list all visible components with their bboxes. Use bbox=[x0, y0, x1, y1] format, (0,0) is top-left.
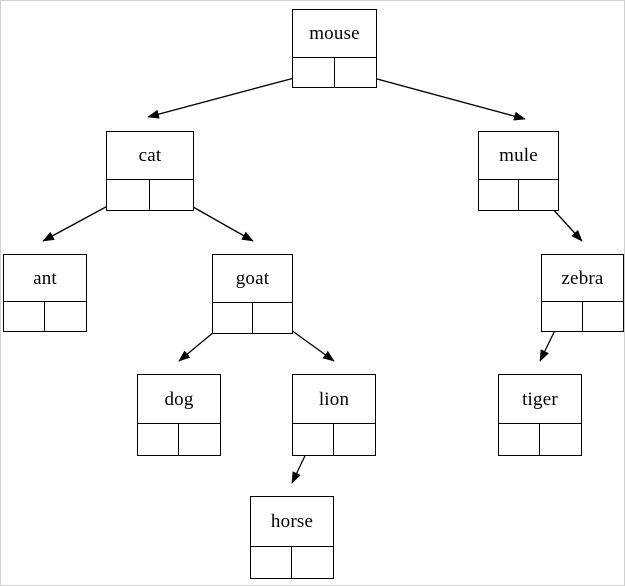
tree-node-ant[interactable]: ant bbox=[3, 254, 87, 332]
node-label-mouse: mouse bbox=[293, 10, 376, 58]
tree-node-dog[interactable]: dog bbox=[137, 374, 221, 456]
node-right-pointer-cat[interactable] bbox=[150, 180, 193, 210]
node-right-pointer-goat[interactable] bbox=[253, 303, 293, 333]
node-label-lion: lion bbox=[293, 375, 375, 424]
node-left-pointer-mule[interactable] bbox=[479, 180, 519, 210]
node-pointers-zebra bbox=[542, 302, 623, 331]
node-right-pointer-mouse[interactable] bbox=[335, 58, 377, 87]
tree-node-cat[interactable]: cat bbox=[106, 131, 194, 211]
node-pointers-dog bbox=[138, 424, 220, 455]
node-left-pointer-lion[interactable] bbox=[293, 424, 334, 455]
tree-node-zebra[interactable]: zebra bbox=[541, 254, 624, 332]
tree-node-mouse[interactable]: mouse bbox=[292, 9, 377, 88]
node-pointers-cat bbox=[107, 180, 193, 210]
node-right-pointer-lion[interactable] bbox=[334, 424, 375, 455]
node-left-pointer-cat[interactable] bbox=[107, 180, 150, 210]
node-left-pointer-mouse[interactable] bbox=[293, 58, 335, 87]
node-right-pointer-horse[interactable] bbox=[292, 547, 333, 578]
node-right-pointer-mule[interactable] bbox=[519, 180, 559, 210]
node-label-goat: goat bbox=[213, 255, 292, 303]
node-pointers-ant bbox=[4, 302, 86, 331]
node-label-horse: horse bbox=[251, 497, 333, 547]
node-right-pointer-ant[interactable] bbox=[45, 302, 86, 331]
node-pointers-horse bbox=[251, 547, 333, 578]
node-label-cat: cat bbox=[107, 132, 193, 180]
node-label-tiger: tiger bbox=[499, 375, 581, 424]
tree-node-lion[interactable]: lion bbox=[292, 374, 376, 456]
node-label-mule: mule bbox=[479, 132, 558, 180]
node-left-pointer-ant[interactable] bbox=[4, 302, 45, 331]
node-pointers-mule bbox=[479, 180, 558, 210]
node-left-pointer-horse[interactable] bbox=[251, 547, 292, 578]
node-label-ant: ant bbox=[4, 255, 86, 302]
tree-edge-mouse-left-cat bbox=[147, 72, 314, 119]
node-pointers-tiger bbox=[499, 424, 581, 455]
node-pointers-mouse bbox=[293, 58, 376, 87]
tree-node-horse[interactable]: horse bbox=[250, 496, 334, 579]
tree-node-tiger[interactable]: tiger bbox=[498, 374, 582, 456]
tree-node-goat[interactable]: goat bbox=[212, 254, 293, 334]
node-left-pointer-dog[interactable] bbox=[138, 424, 179, 455]
node-right-pointer-dog[interactable] bbox=[179, 424, 220, 455]
node-left-pointer-tiger[interactable] bbox=[499, 424, 540, 455]
tree-node-mule[interactable]: mule bbox=[478, 131, 559, 211]
node-pointers-lion bbox=[293, 424, 375, 455]
node-left-pointer-goat[interactable] bbox=[213, 303, 253, 333]
tree-edge-mouse-right-mule bbox=[354, 72, 526, 121]
node-left-pointer-zebra[interactable] bbox=[542, 302, 583, 331]
node-label-zebra: zebra bbox=[542, 255, 623, 302]
node-right-pointer-tiger[interactable] bbox=[540, 424, 581, 455]
node-label-dog: dog bbox=[138, 375, 220, 424]
node-right-pointer-zebra[interactable] bbox=[583, 302, 624, 331]
node-pointers-goat bbox=[213, 303, 292, 333]
